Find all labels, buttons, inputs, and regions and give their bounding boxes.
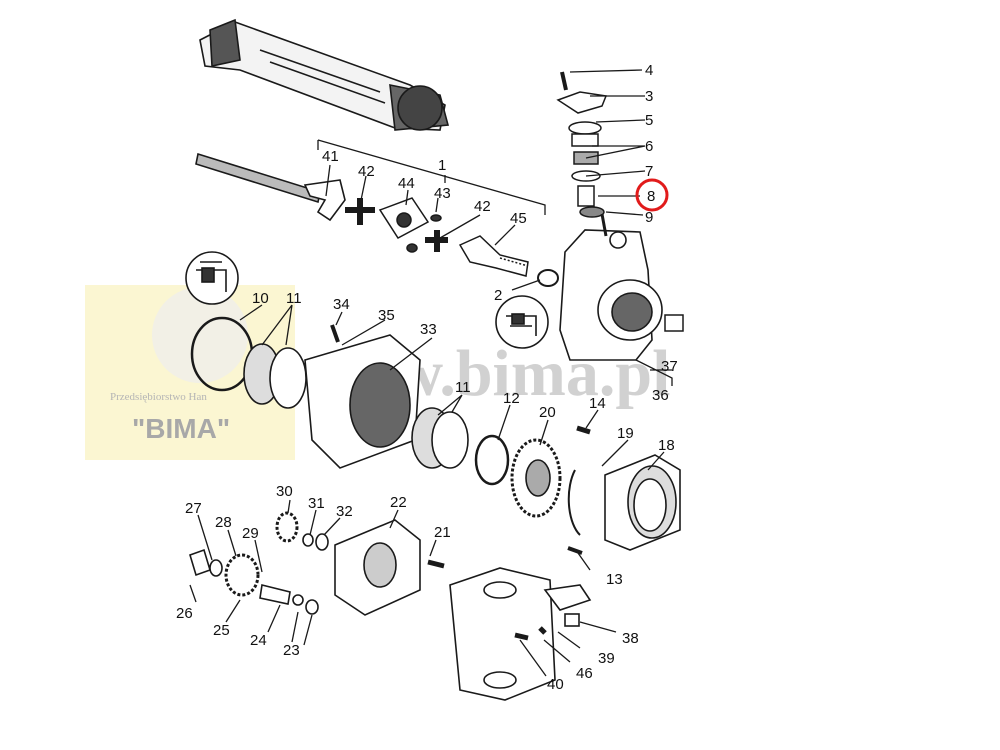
watermark-company: Przedsiębiorstwo Han <box>110 391 207 403</box>
seal-detail-icon-2 <box>495 295 549 349</box>
planet-carrier-22 <box>334 519 421 616</box>
hub-33 <box>304 334 421 469</box>
part-label-21: 21 <box>434 524 451 541</box>
ring-gear-18 <box>604 454 681 551</box>
part-label-11-left: 11 <box>286 290 302 307</box>
part-label-18: 18 <box>658 437 675 454</box>
steering-knuckle <box>449 567 592 701</box>
part-label-11-middle: 11 <box>455 379 471 396</box>
part-label-27: 27 <box>185 500 202 517</box>
part-label-12: 12 <box>503 390 520 407</box>
part-label-6: 6 <box>645 138 653 155</box>
part-label-13: 13 <box>606 571 623 588</box>
part-label-45: 45 <box>510 210 527 227</box>
part-label-25: 25 <box>213 622 230 639</box>
leader-lines <box>189 69 673 677</box>
watermark-logo <box>152 287 248 383</box>
part-label-4: 4 <box>645 62 653 79</box>
part-label-8: 8 <box>647 188 655 205</box>
part-label-7: 7 <box>645 163 653 180</box>
seal-detail-icon <box>185 251 239 305</box>
part-label-31: 31 <box>308 495 325 512</box>
part-label-20: 20 <box>539 404 556 421</box>
part-label-14: 14 <box>589 395 606 412</box>
part-label-35: 35 <box>378 307 395 324</box>
part-label-33: 33 <box>420 321 437 338</box>
bolt-21 <box>427 559 445 569</box>
bearing-11-middle <box>411 407 469 469</box>
planet-parts <box>189 511 329 615</box>
bushing-37 <box>664 314 684 332</box>
seal-ring-2 <box>537 269 559 287</box>
watermark-brand: "BIMA" <box>132 413 230 444</box>
circlip-19 <box>567 469 581 536</box>
part-label-43: 43 <box>434 185 451 202</box>
o-ring-12 <box>474 434 510 486</box>
part-label-22: 22 <box>390 494 407 511</box>
king-pin-stack <box>556 71 608 237</box>
part-label-40: 40 <box>547 676 564 693</box>
screw-34 <box>330 324 340 343</box>
part-label-2: 2 <box>494 287 502 304</box>
part-label-36: 36 <box>652 387 669 404</box>
callout-icons <box>185 251 549 349</box>
part-label-3: 3 <box>645 88 653 105</box>
pin-14 <box>576 425 591 435</box>
part-label-26: 26 <box>176 605 193 622</box>
part-label-32: 32 <box>336 503 353 520</box>
bolt-13 <box>567 546 583 555</box>
axle-shaft <box>195 152 346 222</box>
u-joint-parts <box>345 197 448 253</box>
part-label-10: 10 <box>252 290 269 307</box>
part-label-39: 39 <box>598 650 615 667</box>
part-label-41: 41 <box>322 148 339 165</box>
part-label-34: 34 <box>333 296 350 313</box>
part-label-29: 29 <box>242 525 259 542</box>
part-labels: 1 2 3 4 5 6 7 8 9 10 11 11 12 13 14 18 1… <box>176 62 678 693</box>
part-label-5: 5 <box>645 112 653 129</box>
part-label-1: 1 <box>438 157 446 174</box>
axle-housing <box>199 18 450 131</box>
part-label-9: 9 <box>645 209 653 226</box>
part-label-24: 24 <box>250 632 267 649</box>
shaft-45 <box>458 235 529 277</box>
gear-20 <box>510 438 562 518</box>
part-label-42-left: 42 <box>358 163 375 180</box>
highlight-ring-icon <box>635 178 669 212</box>
bearing-11-left <box>243 343 307 409</box>
part-label-37: 37 <box>661 358 678 375</box>
part-label-28: 28 <box>215 514 232 531</box>
part-label-42-right: 42 <box>474 198 491 215</box>
swivel-housing <box>559 229 663 361</box>
part-label-30: 30 <box>276 483 293 500</box>
part-label-38: 38 <box>622 630 639 647</box>
part-label-19: 19 <box>617 425 634 442</box>
part-label-44: 44 <box>398 175 415 192</box>
part-label-23: 23 <box>283 642 300 659</box>
part-label-46: 46 <box>576 665 593 682</box>
